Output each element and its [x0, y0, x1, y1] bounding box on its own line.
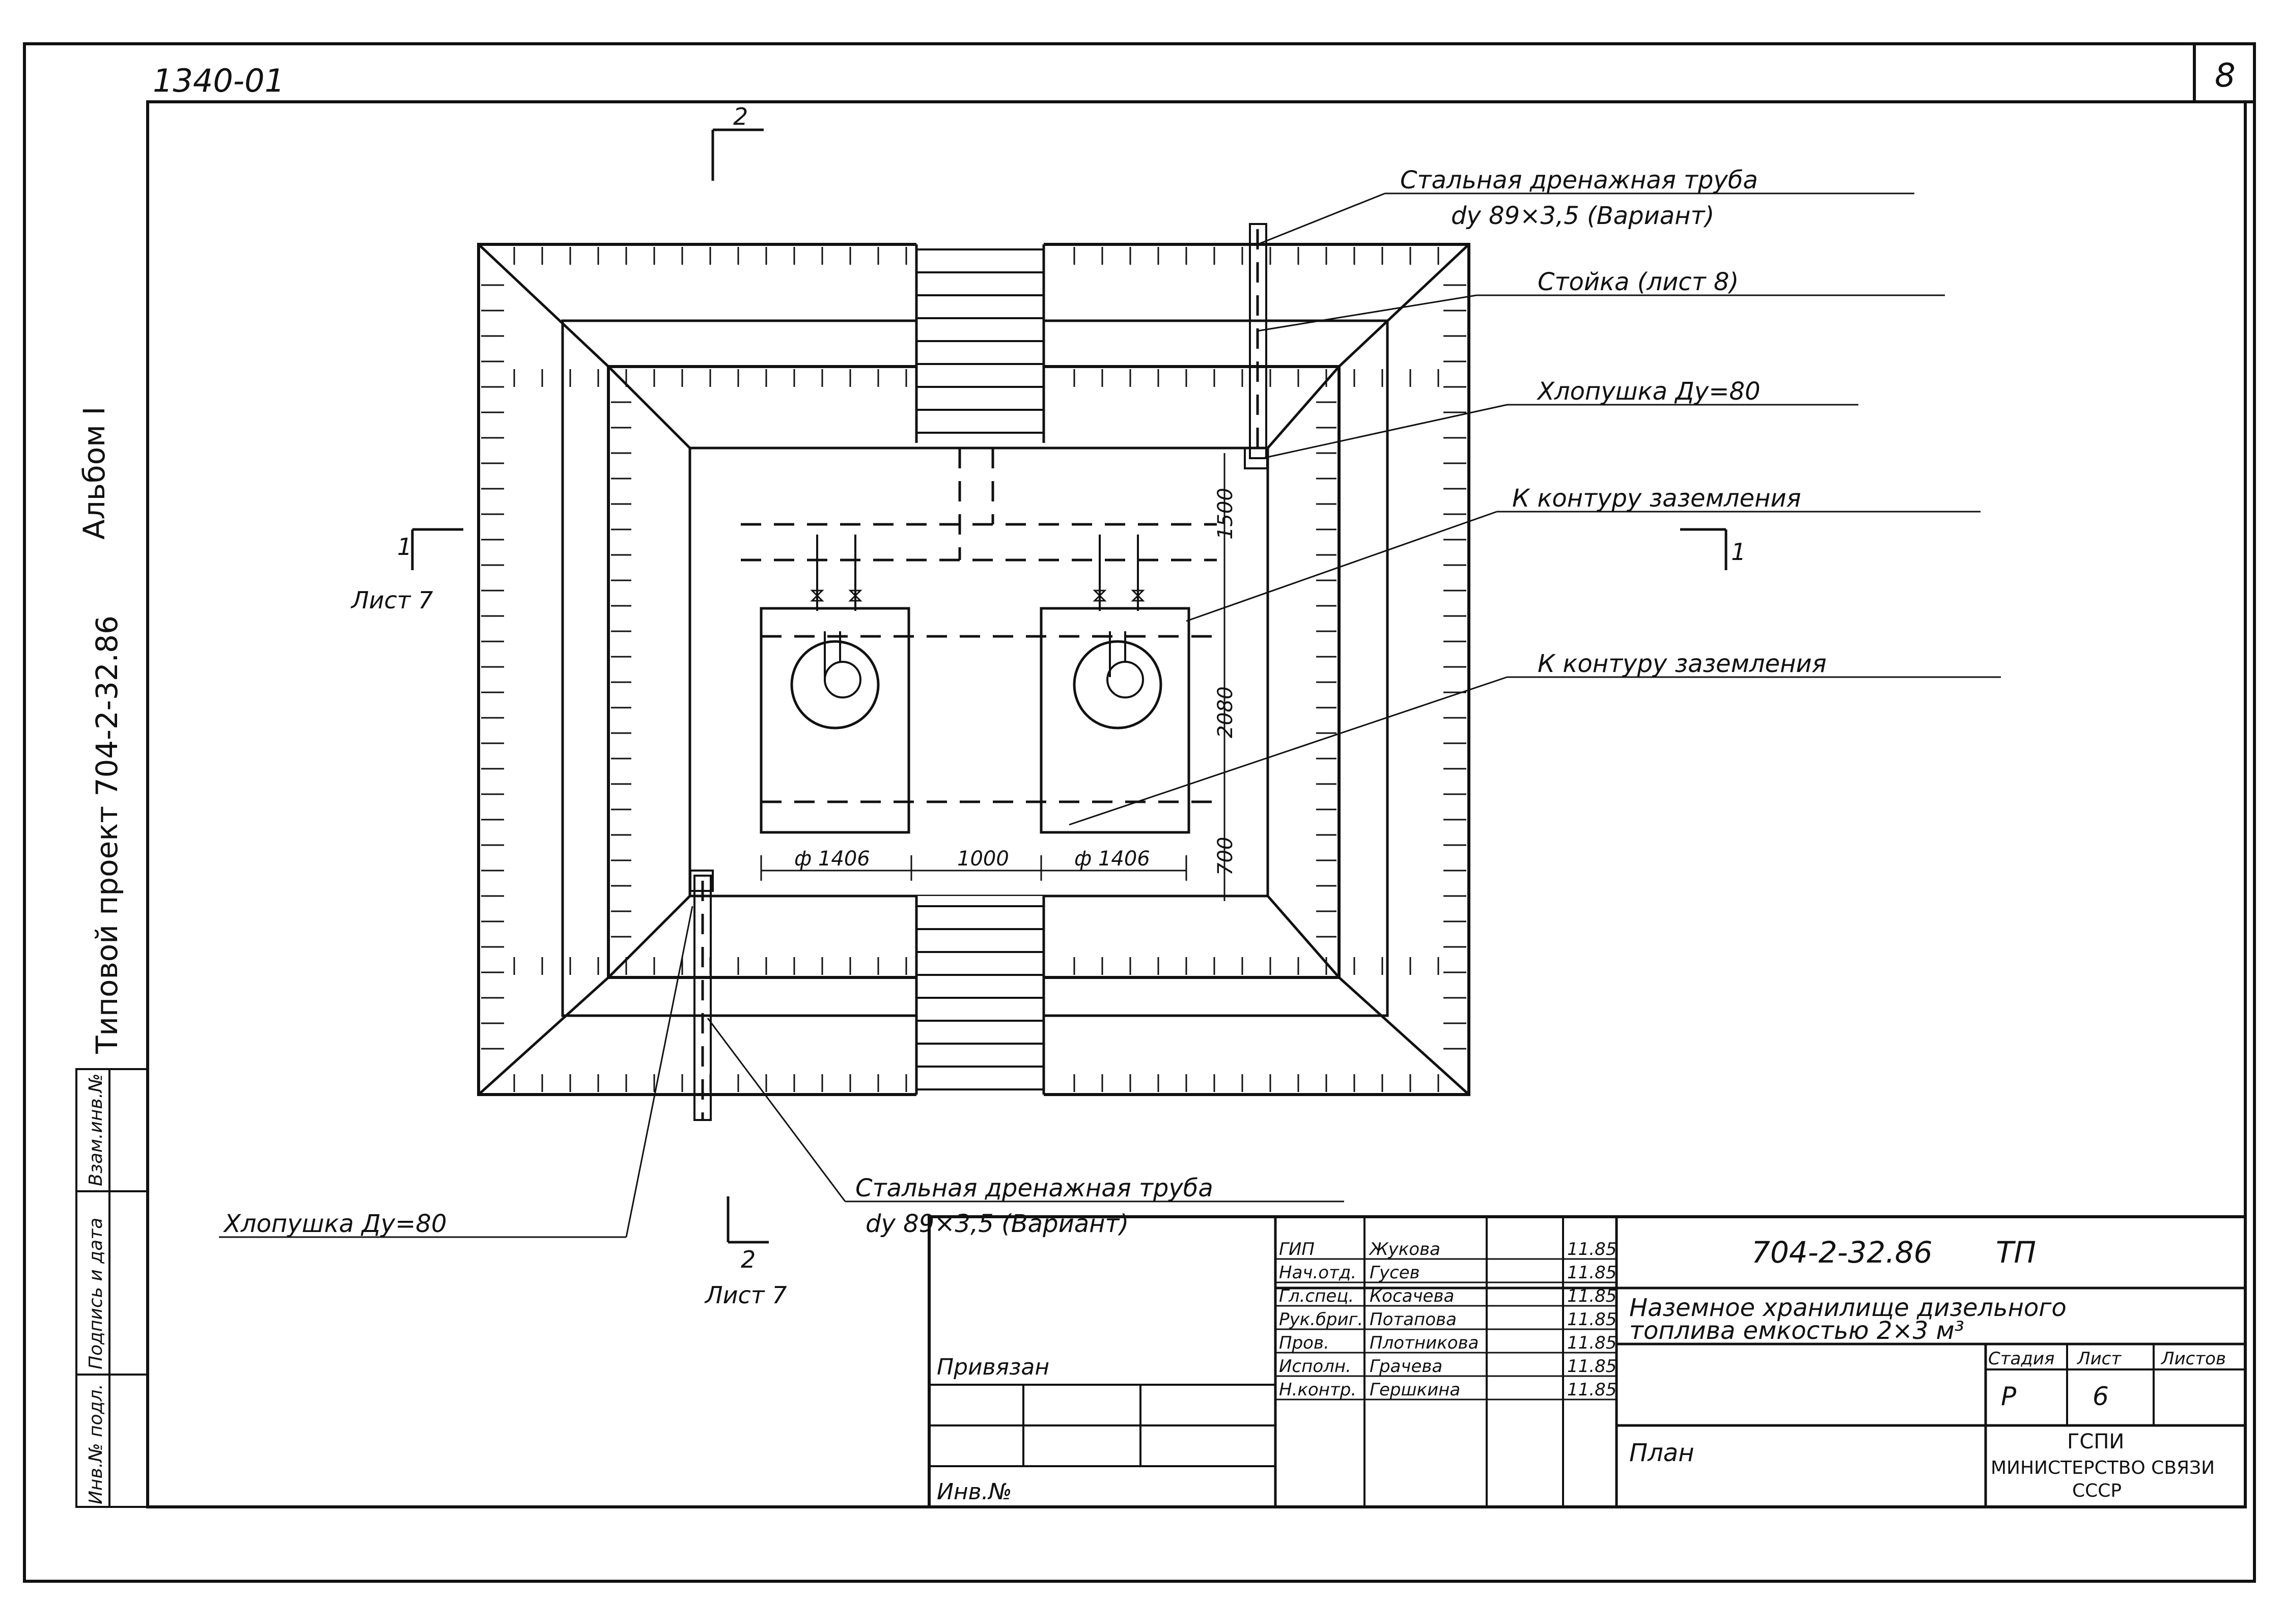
sheet-code: 1340-01 — [153, 62, 285, 99]
title-sheet-title: План — [1629, 1439, 1694, 1467]
callout-post: Стойка (лист 8) — [1538, 268, 1739, 296]
staff-name: Грачева — [1370, 1356, 1442, 1377]
section-bottom-mark: 2 — [741, 1246, 756, 1273]
sheet-frame — [23, 42, 2256, 1583]
title-line-2: топлива емкостью 2×3 м³ — [1629, 1317, 1964, 1345]
title-line-1: Наземное хранилище дизельного — [1629, 1294, 2067, 1322]
dim-w1: ф 1406 — [794, 847, 870, 871]
drain-pipe-top — [1244, 223, 1268, 469]
dim-700: 700 — [1214, 837, 1237, 876]
dim-1500: 1500 — [1214, 488, 1237, 540]
callout-valve-bottom: Хлопушка Ду=80 — [222, 1210, 447, 1238]
title-stage-type: ТП — [1996, 1235, 2036, 1270]
col-stage: Стадия — [1988, 1349, 2054, 1369]
sheet-value: 6 — [2093, 1382, 2109, 1411]
staff-date: 11.85 — [1567, 1333, 1617, 1353]
callout-drain-pipe-top-2: dy 89×3,5 (Вариант) — [1451, 202, 1714, 230]
staff-date: 11.85 — [1567, 1239, 1617, 1259]
col-sheet: Лист — [2076, 1349, 2122, 1369]
dimension-lines — [760, 453, 1225, 901]
callout-drain-pipe-bottom-2: dy 89×3,5 (Вариант) — [866, 1210, 1129, 1238]
title-project-code: 704-2-32.86 — [1751, 1235, 1933, 1270]
staff-name: Косачева — [1370, 1286, 1454, 1306]
leader-lines — [219, 192, 2001, 1238]
project-label: Типовой проект 704-2-32.86 — [90, 615, 124, 1054]
dashed-lines — [701, 229, 1259, 1120]
callout-valve-top: Хлопушка Ду=80 — [1536, 377, 1761, 406]
section-left-ref: Лист 7 — [350, 586, 433, 614]
drain-pipe-bottom — [689, 870, 714, 1121]
dim-w3: ф 1406 — [1074, 847, 1150, 871]
stamp-label-3: Взам.инв.№ — [86, 1073, 106, 1186]
staff-date: 11.85 — [1567, 1380, 1617, 1400]
staff-date: 11.85 — [1567, 1309, 1617, 1330]
tank-left — [760, 535, 910, 834]
stage-value: Р — [2001, 1382, 2017, 1411]
section-marks — [411, 128, 1727, 1244]
callout-drain-pipe-bottom-1: Стальная дренажная труба — [855, 1174, 1213, 1202]
staff-role: Рук.бриг. — [1279, 1309, 1363, 1330]
callout-drain-pipe-top-1: Стальная дренажная труба — [1400, 166, 1758, 194]
staff-role: Н.контр. — [1279, 1380, 1356, 1400]
staff-name: Гусев — [1370, 1263, 1420, 1283]
staff-role: ГИП — [1279, 1239, 1315, 1259]
staff-name: Гершкина — [1370, 1380, 1460, 1400]
staff-name: Плотникова — [1370, 1333, 1479, 1353]
callout-ground-1: К контуру заземления — [1512, 484, 1801, 513]
privyazan-label: Привязан — [937, 1354, 1049, 1380]
left-stamp-strip — [75, 1068, 149, 1508]
staff-name: Жукова — [1369, 1239, 1440, 1259]
sheet-number: 8 — [2215, 57, 2236, 95]
embankment-plan — [477, 239, 1470, 1100]
section-right-mark: 1 — [1731, 538, 1746, 566]
dim-2080: 2080 — [1214, 686, 1237, 738]
staff-role: Гл.спец. — [1279, 1286, 1354, 1306]
staff-name: Потапова — [1370, 1309, 1457, 1330]
staff-date: 11.85 — [1567, 1356, 1617, 1377]
section-left-mark: 1 — [397, 533, 412, 561]
album-label: Альбом I — [77, 407, 112, 540]
staff-date: 11.85 — [1567, 1286, 1617, 1306]
staff-date: 11.85 — [1567, 1263, 1617, 1283]
callout-ground-2: К контуру заземления — [1538, 650, 1826, 678]
org-2: МИНИСТЕРСТВО СВЯЗИ — [1991, 1458, 2215, 1478]
staff-role: Исполн. — [1279, 1356, 1351, 1377]
staff-role: Нач.отд. — [1279, 1263, 1356, 1283]
stamp-label-1: Инв.№ подл. — [86, 1384, 106, 1504]
org-1: ГСПИ — [2067, 1430, 2124, 1453]
dim-w2: 1000 — [957, 847, 1009, 871]
staff-role: Пров. — [1279, 1333, 1329, 1353]
inv-no-label: Инв.№ — [937, 1479, 1012, 1505]
section-top-mark: 2 — [733, 103, 748, 130]
org-3: СССР — [2072, 1480, 2122, 1501]
col-sheets: Листов — [2160, 1349, 2226, 1369]
tank-right — [1040, 535, 1190, 834]
stamp-label-2: Подпись и дата — [86, 1218, 106, 1369]
section-bottom-ref: Лист 7 — [704, 1281, 787, 1309]
